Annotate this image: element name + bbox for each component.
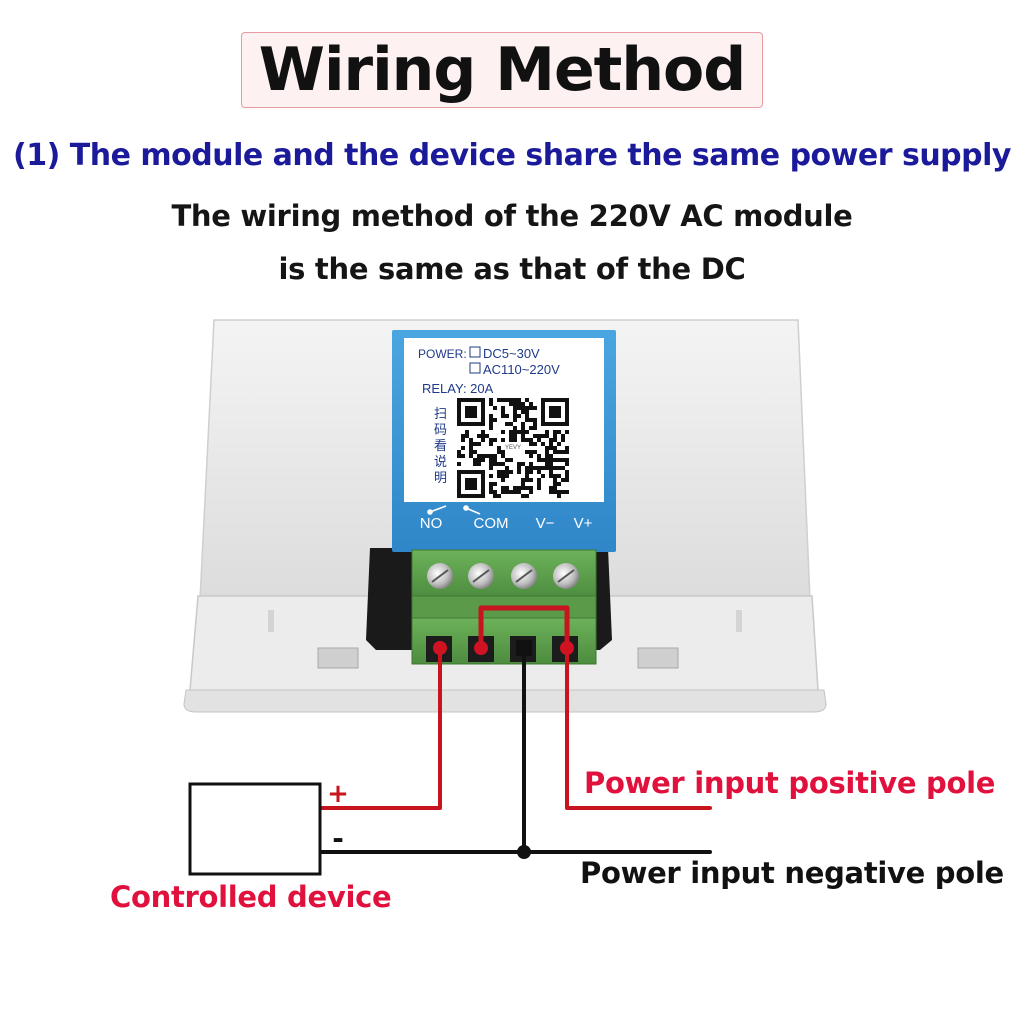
terminal-dot-vminus bbox=[516, 640, 532, 656]
terminal-dot-vplus bbox=[560, 641, 574, 655]
wires bbox=[318, 605, 712, 854]
scan-char: 明 bbox=[434, 470, 447, 485]
device-plus-sign: + bbox=[327, 779, 349, 809]
terminal-dot-no bbox=[433, 641, 447, 655]
terminal-label-com: COM bbox=[474, 515, 509, 532]
terminal-label-no: NO bbox=[420, 515, 443, 532]
page-title: Wiring Method bbox=[258, 35, 746, 105]
label-relay: RELAY: 20A bbox=[422, 381, 494, 396]
terminal-label-v-minus: V− bbox=[536, 515, 555, 532]
terminal-label-v-plus: V+ bbox=[574, 515, 593, 532]
junction-dot bbox=[517, 845, 531, 859]
qr-code bbox=[455, 396, 571, 498]
wire-positive-input bbox=[565, 646, 712, 810]
scan-char: 码 bbox=[434, 422, 447, 437]
note-line-2: is the same as that of the DC bbox=[278, 252, 746, 286]
scan-char: 说 bbox=[434, 454, 447, 469]
scan-text: 扫 码 看 说 明 bbox=[434, 406, 447, 485]
label-option-ac: AC110~220V bbox=[483, 362, 560, 377]
scan-char: 看 bbox=[434, 438, 447, 453]
qr-center-text: YEVY bbox=[505, 445, 521, 451]
scan-char: 扫 bbox=[434, 406, 447, 421]
label-option-dc: DC5~30V bbox=[483, 346, 540, 361]
module-label: POWER: DC5~30V AC110~220V RELAY: 20A 扫 码… bbox=[392, 330, 616, 552]
note-line-1: The wiring method of the 220V AC module bbox=[171, 199, 853, 233]
callout-positive: Power input positive pole bbox=[584, 766, 996, 800]
jumper-wire-com-vplus bbox=[478, 605, 570, 651]
device-label: Controlled device bbox=[110, 880, 392, 914]
switch-symbol bbox=[427, 505, 481, 515]
callout-negative: Power input negative pole bbox=[580, 856, 1004, 890]
device-minus-sign: - bbox=[332, 822, 344, 855]
controlled-device-box bbox=[188, 782, 322, 876]
wire-no-to-device-plus bbox=[318, 646, 442, 810]
title-box: Wiring Method bbox=[241, 32, 763, 108]
page-subtitle: (1) The module and the device share the … bbox=[13, 138, 1011, 173]
terminal-dot-com bbox=[474, 641, 488, 655]
label-power: POWER: bbox=[418, 347, 467, 361]
